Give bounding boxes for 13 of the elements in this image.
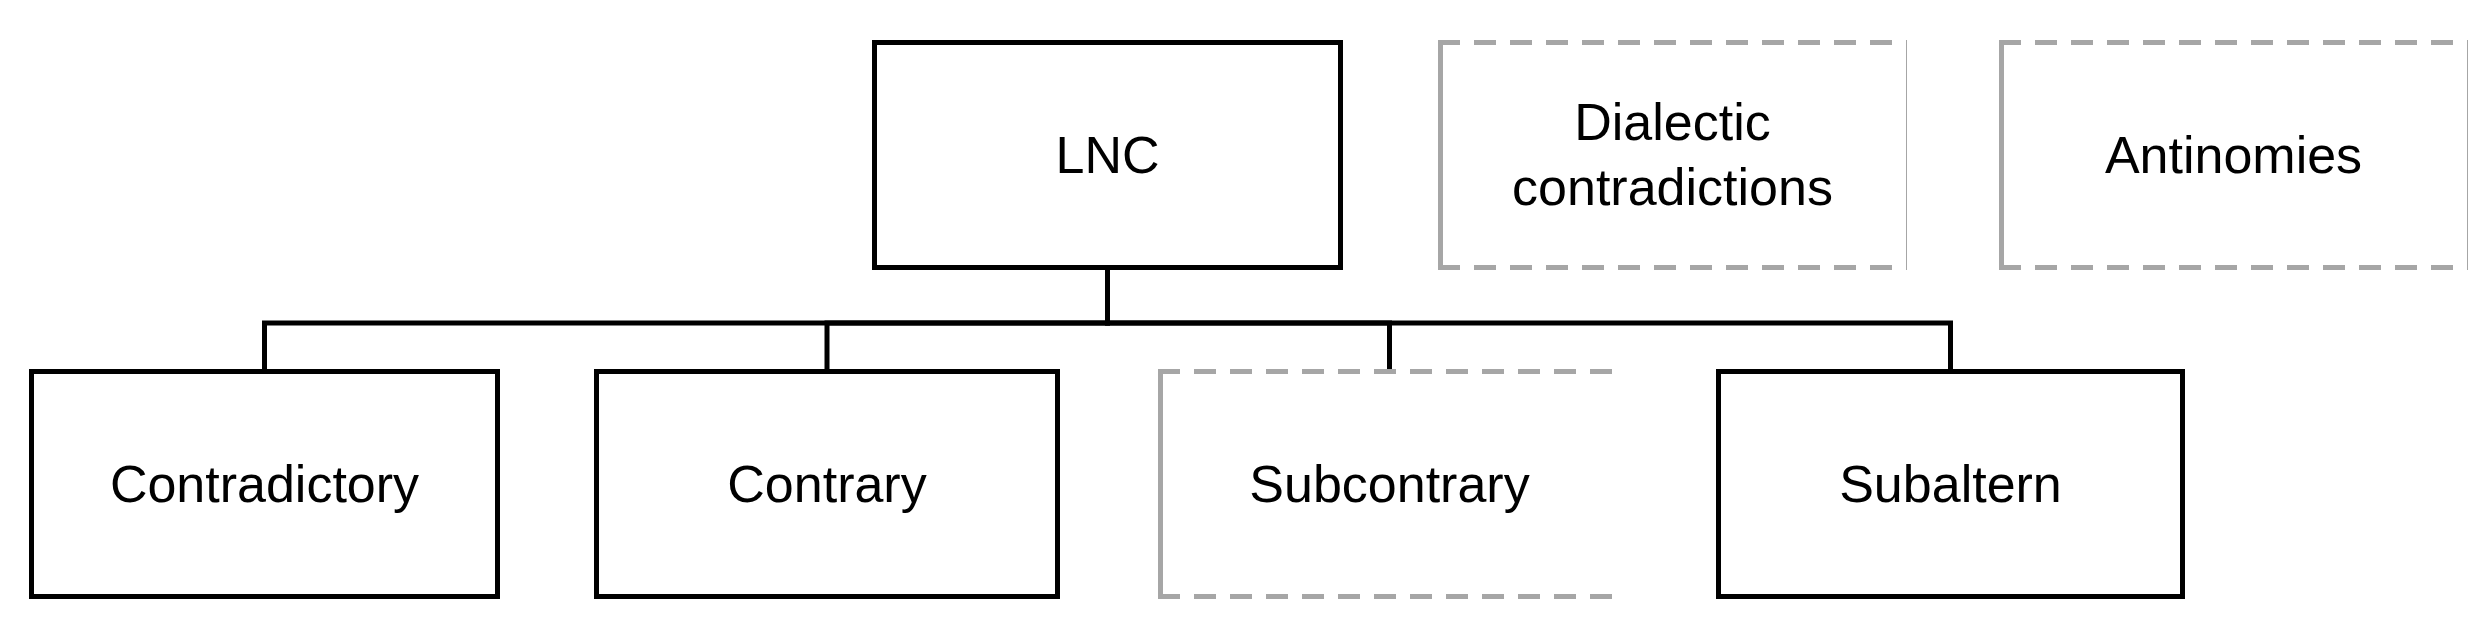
dashed-box	[1999, 40, 2468, 270]
concept-box	[872, 40, 1343, 270]
dashed-box	[1438, 40, 1907, 270]
concept-box	[29, 369, 500, 599]
node-label: LNC	[1055, 124, 1160, 186]
node-label: Dialectic contradictions	[1511, 92, 1834, 218]
concept-box	[594, 369, 1060, 599]
node-label: Contrary	[727, 453, 927, 515]
node-label: Subaltern	[1839, 453, 2062, 515]
node-label: Contradictory	[109, 453, 420, 515]
node-label: Antinomies	[2104, 124, 2363, 186]
concept-box	[1716, 369, 2185, 599]
node-label: Subcontrary	[1249, 453, 1530, 515]
